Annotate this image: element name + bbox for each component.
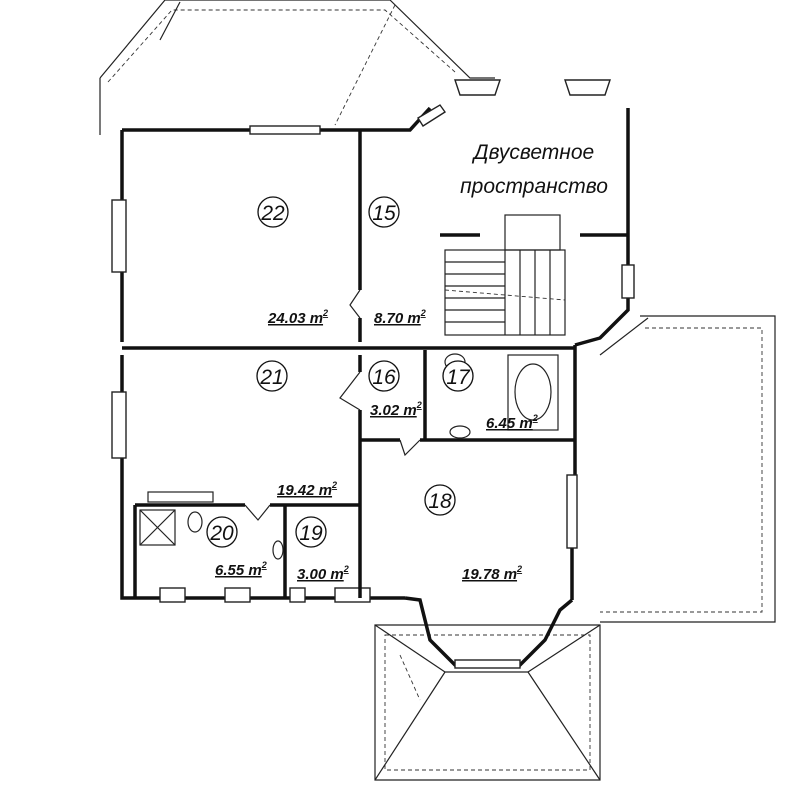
doors: [244, 289, 421, 521]
room-18-area: 19.78 m2: [462, 564, 522, 583]
room-22-marker: 22: [257, 196, 289, 228]
room-number: 15: [372, 202, 396, 225]
room-15-area: 8.70 m2: [374, 308, 426, 327]
exterior-walls: [120, 106, 630, 667]
bottom-bay-roof: [374, 624, 601, 781]
upper-roof-outline: [99, 0, 495, 135]
room-number: 21: [259, 366, 283, 389]
room-19-area: 3.00 m2: [297, 564, 349, 583]
room-20-area: 6.55 m2: [215, 560, 267, 579]
staircase: [444, 214, 566, 336]
interior-walls: [122, 130, 628, 598]
room-16-area: 3.02 m2: [370, 400, 422, 419]
room-number: 16: [372, 366, 396, 389]
windows: [111, 79, 635, 669]
room-17-area: 6.45 m2: [486, 413, 538, 432]
room-22-area: 24.03 m2: [267, 308, 328, 327]
room-number: 19: [299, 522, 323, 545]
room-20-marker: 20: [206, 516, 238, 548]
room-number: 17: [446, 366, 471, 389]
double-height-space-label-line1: Двусветное: [472, 141, 594, 164]
room-16-marker: 16: [368, 360, 400, 392]
room-number: 22: [260, 202, 285, 225]
room-15-marker: 15: [368, 196, 400, 228]
room-17-marker: 17: [442, 360, 474, 392]
room-21-area: 19.42 m2: [277, 480, 337, 499]
right-roof-outline: [599, 315, 776, 623]
room-19-marker: 19: [295, 516, 327, 548]
bathroom-fixtures: [139, 353, 559, 560]
room-number: 18: [428, 490, 452, 513]
room-21-marker: 21: [256, 360, 288, 392]
room-18-marker: 18: [424, 484, 456, 516]
room-number: 20: [209, 522, 234, 545]
double-height-space-label-line2: пространство: [460, 175, 608, 198]
